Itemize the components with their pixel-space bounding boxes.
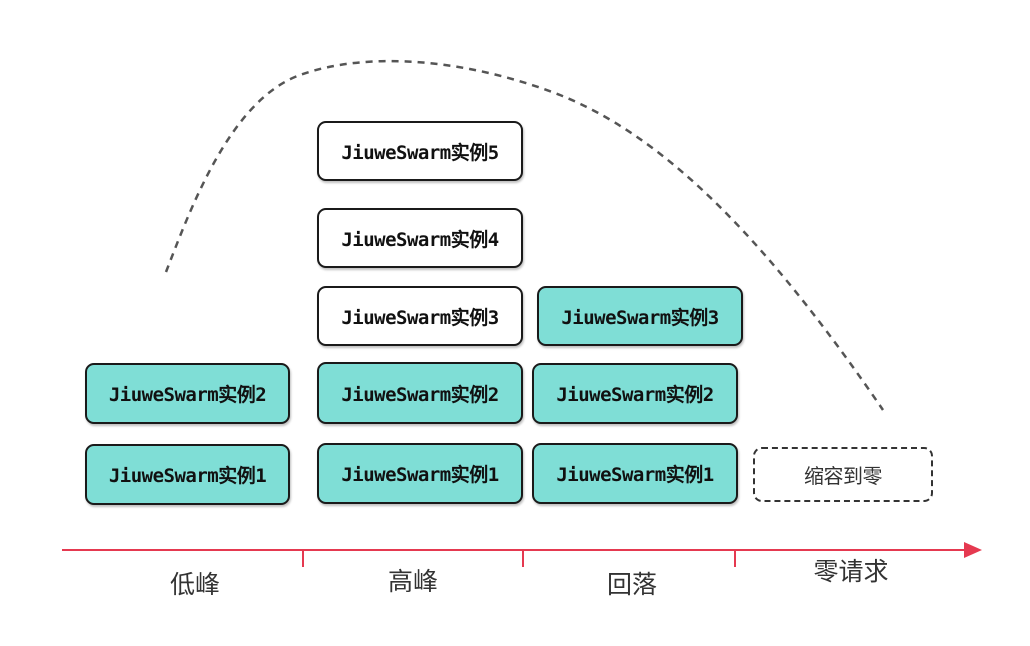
instance-box: JiuweSwarm实例4 [317, 208, 523, 268]
instance-box: JiuweSwarm实例5 [317, 121, 523, 181]
phase-label: 低峰 [169, 570, 220, 599]
traffic-curve-line [164, 59, 885, 411]
scale-to-zero-box: 缩容到零 [753, 447, 933, 502]
phase-label: 零请求 [813, 557, 889, 586]
instance-box: JiuweSwarm实例2 [317, 362, 523, 424]
phase-label: 高峰 [387, 567, 438, 596]
instance-box: JiuweSwarm实例3 [537, 286, 743, 346]
instance-box: JiuweSwarm实例2 [85, 363, 290, 424]
instance-box: JiuweSwarm实例1 [532, 443, 738, 504]
instance-box: JiuweSwarm实例2 [532, 363, 738, 424]
instance-box: JiuweSwarm实例1 [317, 443, 523, 504]
instance-box: JiuweSwarm实例3 [317, 286, 523, 346]
timeline-arrowhead [964, 542, 982, 558]
instance-box: JiuweSwarm实例1 [85, 444, 290, 505]
phase-label: 回落 [606, 570, 657, 599]
